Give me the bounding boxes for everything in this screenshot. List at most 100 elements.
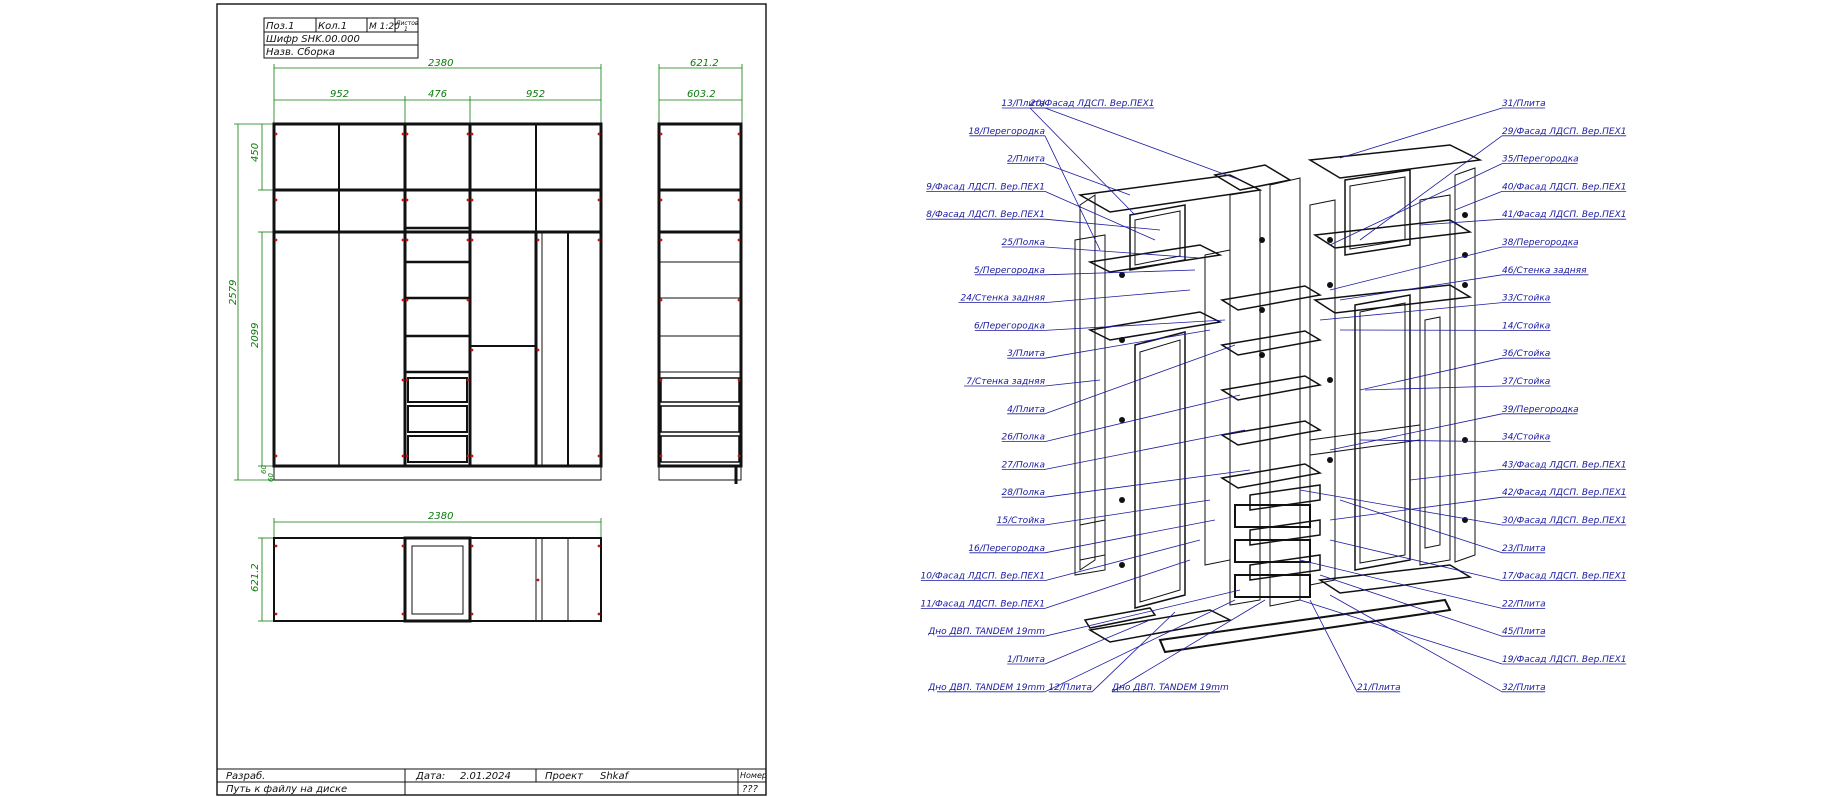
callout-left-12: 4/Плита <box>1007 405 1045 415</box>
callout-right-16-leader <box>1299 489 1503 526</box>
callout-right-19: 22/Плита <box>1502 599 1546 609</box>
dim-col-left: 952 <box>330 89 349 100</box>
callout-top-extra: 20/Фасад ЛДСП. Вер.ПЕХ1 <box>1030 99 1155 109</box>
callout-left-2-leader <box>1044 135 1101 251</box>
dim-plinth-a: 60 <box>260 465 268 474</box>
callout-bottom-2: Дно ДВП. TANDEM 19mm <box>1111 683 1229 693</box>
callout-left-21-leader <box>1044 619 1151 665</box>
callout-left-15-leader <box>1044 469 1251 498</box>
callout-bottom-1: 12/Плита <box>1048 683 1092 693</box>
callout-right-6-leader <box>1329 246 1503 291</box>
callout-right-3: 35/Перегородка <box>1502 155 1579 165</box>
callout-left-15: 28/Полка <box>1002 488 1045 498</box>
callout-right-22: 32/Плита <box>1502 683 1546 693</box>
dim-plan-width: 2380 <box>428 511 453 522</box>
footer-path-value: ??? <box>742 784 759 795</box>
callout-right-13: 34/Стойка <box>1502 433 1550 443</box>
callout-left-22: Дно ДВП. TANDEM 19mm <box>927 683 1045 693</box>
callout-left-9: 6/Перегородка <box>974 321 1045 331</box>
callout-right-10-leader <box>1359 357 1503 391</box>
title-qty: Кол.1 <box>318 21 347 32</box>
callout-right-1-leader <box>1339 107 1503 159</box>
callout-left-7: 5/Перегородка <box>974 266 1045 276</box>
callout-right-11-leader <box>1364 385 1503 391</box>
callout-left-20-leader <box>1044 589 1241 637</box>
callout-left-10: 3/Плита <box>1007 349 1045 359</box>
callout-right-10: 36/Стойка <box>1502 349 1550 359</box>
front-view-dimensions: 2380 952 476 952 2579 450 2099 60 60 <box>228 58 602 482</box>
callout-bottom-1-leader <box>1091 611 1176 693</box>
callout-left-3-leader <box>1044 163 1131 196</box>
callout-right-3-leader <box>1329 163 1503 246</box>
callout-left-4-leader <box>1044 191 1156 241</box>
callout-left-14: 27/Полка <box>1002 460 1045 470</box>
callout-right-1: 31/Плита <box>1502 99 1546 109</box>
title-sheet-label: Листов <box>395 20 419 27</box>
callout-left-3: 2/Плита <box>1007 155 1045 165</box>
callout-right-7: 46/Стенка задняя <box>1502 266 1587 276</box>
callout-left-1: 13/Плита <box>1001 99 1045 109</box>
callout-left-20: Дно ДВП. TANDEM 19mm <box>927 627 1045 637</box>
callout-right-14-leader <box>1409 469 1503 481</box>
footer-block: Разраб. Дата: 2.01.2024 Проект Shkaf Ном… <box>217 768 767 795</box>
callout-bottom-2-leader <box>1111 599 1266 693</box>
title-cipher: Шифр SHK.00.000 <box>266 34 360 45</box>
callout-left-1-leader <box>1044 107 1241 181</box>
footer-project-value: Shkaf <box>600 771 630 782</box>
callout-right-17: 23/Плита <box>1502 544 1546 554</box>
callout-left-14-leader <box>1044 429 1246 470</box>
callout-left-5-leader <box>1044 218 1161 231</box>
callout-left-13: 26/Полка <box>1002 433 1045 443</box>
footer-date-value: 2.01.2024 <box>460 771 511 782</box>
callout-left-9-leader <box>1044 319 1226 331</box>
callout-right-22-leader <box>1329 594 1503 693</box>
dim-top-height: 450 <box>250 143 261 162</box>
callout-right-11: 37/Стойка <box>1502 377 1550 387</box>
callout-right-21: 19/Фасад ЛДСП. Вер.ПЕХ1 <box>1502 655 1627 665</box>
callout-bottom-3: 21/Плита <box>1357 683 1401 693</box>
footer-number-label: Номер <box>740 771 767 780</box>
dim-total-height: 2579 <box>228 280 239 305</box>
callout-left-10-leader <box>1044 329 1211 359</box>
callout-labels: 13/Плита 18/Перегородка 2/Плита 9/Фасад ЛДС… <box>921 99 1627 693</box>
title-sheet-num: 1 <box>404 26 408 33</box>
callout-right-13-leader <box>1359 439 1503 442</box>
callout-left-16: 15/Стойка <box>997 516 1045 526</box>
callout-right-5-leader <box>1419 218 1503 226</box>
callout-left-4: 9/Фасад ЛДСП. Вер.ПЕХ1 <box>926 182 1045 192</box>
callout-left-8-leader <box>1044 289 1191 303</box>
callout-right-18: 17/Фасад ЛДСП. Вер.ПЕХ1 <box>1502 572 1627 582</box>
title-block: Поз.1 Кол.1 М 1:20 Листов 1 Шифр SHK.00.… <box>263 17 419 59</box>
callout-left-5: 8/Фасад ЛДСП. Вер.ПЕХ1 <box>926 210 1045 220</box>
callout-left-18: 10/Фасад ЛДСП. Вер.ПЕХ1 <box>921 572 1046 582</box>
callout-left-7-leader <box>1044 269 1196 276</box>
callout-top-extra-leader <box>1029 107 1136 216</box>
footer-path-label: Путь к файлу на диске <box>226 784 347 795</box>
callout-right-20-leader <box>1319 574 1503 637</box>
callout-right-9: 14/Стойка <box>1502 321 1550 331</box>
dim-plan-depth: 621.2 <box>250 563 261 592</box>
title-pos: Поз.1 <box>266 21 295 32</box>
front-view <box>272 122 603 481</box>
footer-project-label: Проект <box>545 771 584 782</box>
callout-left-2: 18/Перегородка <box>968 127 1045 137</box>
callout-right-12: 39/Перегородка <box>1502 405 1579 415</box>
callout-left-17-leader <box>1044 519 1216 554</box>
callout-left-11-leader <box>1044 379 1101 387</box>
dim-body-height: 2099 <box>250 323 261 348</box>
callout-right-7-leader <box>1339 274 1503 301</box>
exploded-view <box>1074 144 1483 654</box>
callout-right-15-leader <box>1329 496 1503 521</box>
callout-right-19-leader <box>1299 559 1503 609</box>
dim-col-mid: 476 <box>428 89 447 100</box>
callout-right-8: 33/Стойка <box>1502 294 1550 304</box>
callout-right-2: 29/Фасад ЛДСП. Вер.ПЕХ1 <box>1502 127 1627 137</box>
callout-right-6: 38/Перегородка <box>1502 238 1579 248</box>
callout-right-8-leader <box>1319 302 1503 321</box>
callout-left-12-leader <box>1044 344 1236 415</box>
callout-left-18-leader <box>1044 539 1201 581</box>
dim-col-right: 952 <box>526 89 545 100</box>
callout-left-13-leader <box>1044 394 1241 442</box>
dim-side-depth-outer: 621.2 <box>690 58 719 69</box>
